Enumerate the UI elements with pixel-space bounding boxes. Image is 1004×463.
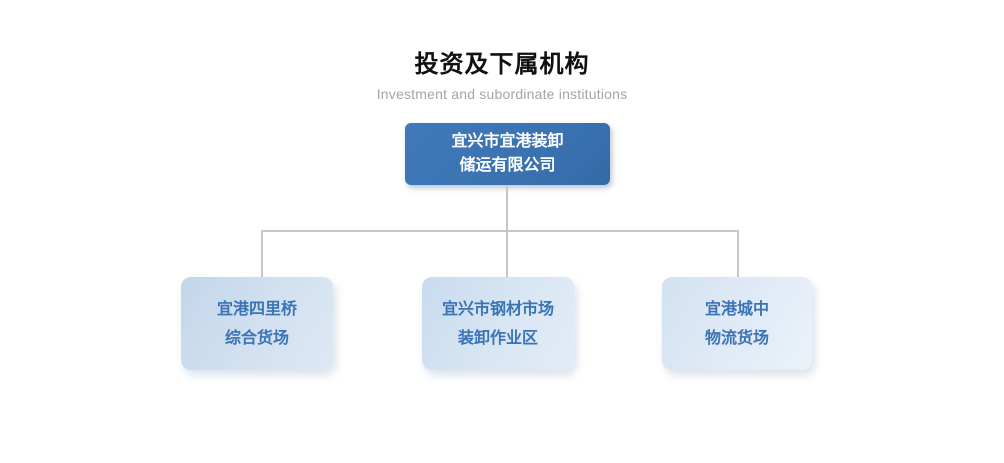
org-node-child-1: 宜港四里桥 综合货场 xyxy=(181,277,333,370)
org-node-child-1-line2: 综合货场 xyxy=(224,329,289,347)
org-node-child-2-line1: 宜兴市钢材市场 xyxy=(441,300,554,318)
org-node-child-2: 宜兴市钢材市场 装卸作业区 xyxy=(422,277,574,370)
org-node-root-line1: 宜兴市宜港装卸 xyxy=(451,133,564,150)
org-node-root-line2: 储运有限公司 xyxy=(459,157,556,174)
page-title: 投资及下属机构 xyxy=(414,51,590,78)
org-node-child-3: 宜港城中 物流货场 xyxy=(662,277,812,370)
org-node-child-3-line2: 物流货场 xyxy=(704,329,769,347)
org-node-root: 宜兴市宜港装卸 储运有限公司 xyxy=(405,123,610,185)
connector-horizontal xyxy=(261,230,739,232)
org-node-child-2-line2: 装卸作业区 xyxy=(457,329,538,347)
org-node-child-3-line1: 宜港城中 xyxy=(704,300,769,318)
connector-drop-3 xyxy=(737,230,739,277)
connector-drop-1 xyxy=(261,230,263,277)
page-subtitle: Investment and subordinate institutions xyxy=(376,86,628,102)
connector-root-stem xyxy=(506,185,508,232)
org-node-child-1-line1: 宜港四里桥 xyxy=(216,300,297,318)
connector-drop-2 xyxy=(506,230,508,277)
chart-header: 投资及下属机构 Investment and subordinate insti… xyxy=(0,44,1004,102)
